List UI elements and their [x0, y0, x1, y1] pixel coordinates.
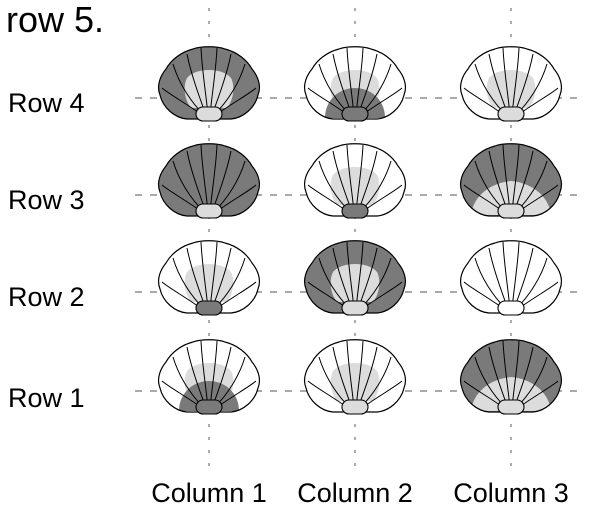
scallop-shell-icon: [303, 46, 407, 122]
row-label-3: Row 3: [8, 185, 85, 215]
shell-hinge: [195, 399, 223, 415]
shell-hinge: [195, 203, 223, 219]
scallop-shell-icon: [303, 143, 407, 219]
scallop-shell-icon: [157, 339, 261, 415]
scallop-shell-icon: [459, 339, 563, 415]
scallop-shell-icon: [303, 240, 407, 316]
shell-grid: [157, 46, 563, 415]
scallop-shell-icon: [157, 143, 261, 219]
header-fragment: row 5.: [6, 0, 104, 40]
row-label-2: Row 2: [8, 282, 85, 312]
shell-hinge: [497, 300, 525, 316]
shell-hinge: [341, 106, 369, 122]
scallop-shell-icon: [303, 339, 407, 415]
shell-hinge: [497, 203, 525, 219]
scallop-shell-icon: [459, 240, 563, 316]
row-label-4: Row 4: [8, 88, 85, 118]
column-label-3: Column 3: [453, 478, 569, 506]
shell-hinge: [497, 399, 525, 415]
scallop-shell-icon: [459, 46, 563, 122]
column-label-1: Column 1: [151, 478, 267, 506]
scallop-shell-icon: [157, 46, 261, 122]
scallop-shell-icon: [157, 240, 261, 316]
shell-hinge: [497, 106, 525, 122]
scallop-shell-icon: [459, 143, 563, 219]
row-label-1: Row 1: [8, 383, 85, 413]
shell-hinge: [195, 106, 223, 122]
shell-hinge: [341, 300, 369, 316]
shell-hinge: [341, 203, 369, 219]
shell-hinge: [195, 300, 223, 316]
shell-hinge: [341, 399, 369, 415]
column-label-2: Column 2: [297, 478, 413, 506]
